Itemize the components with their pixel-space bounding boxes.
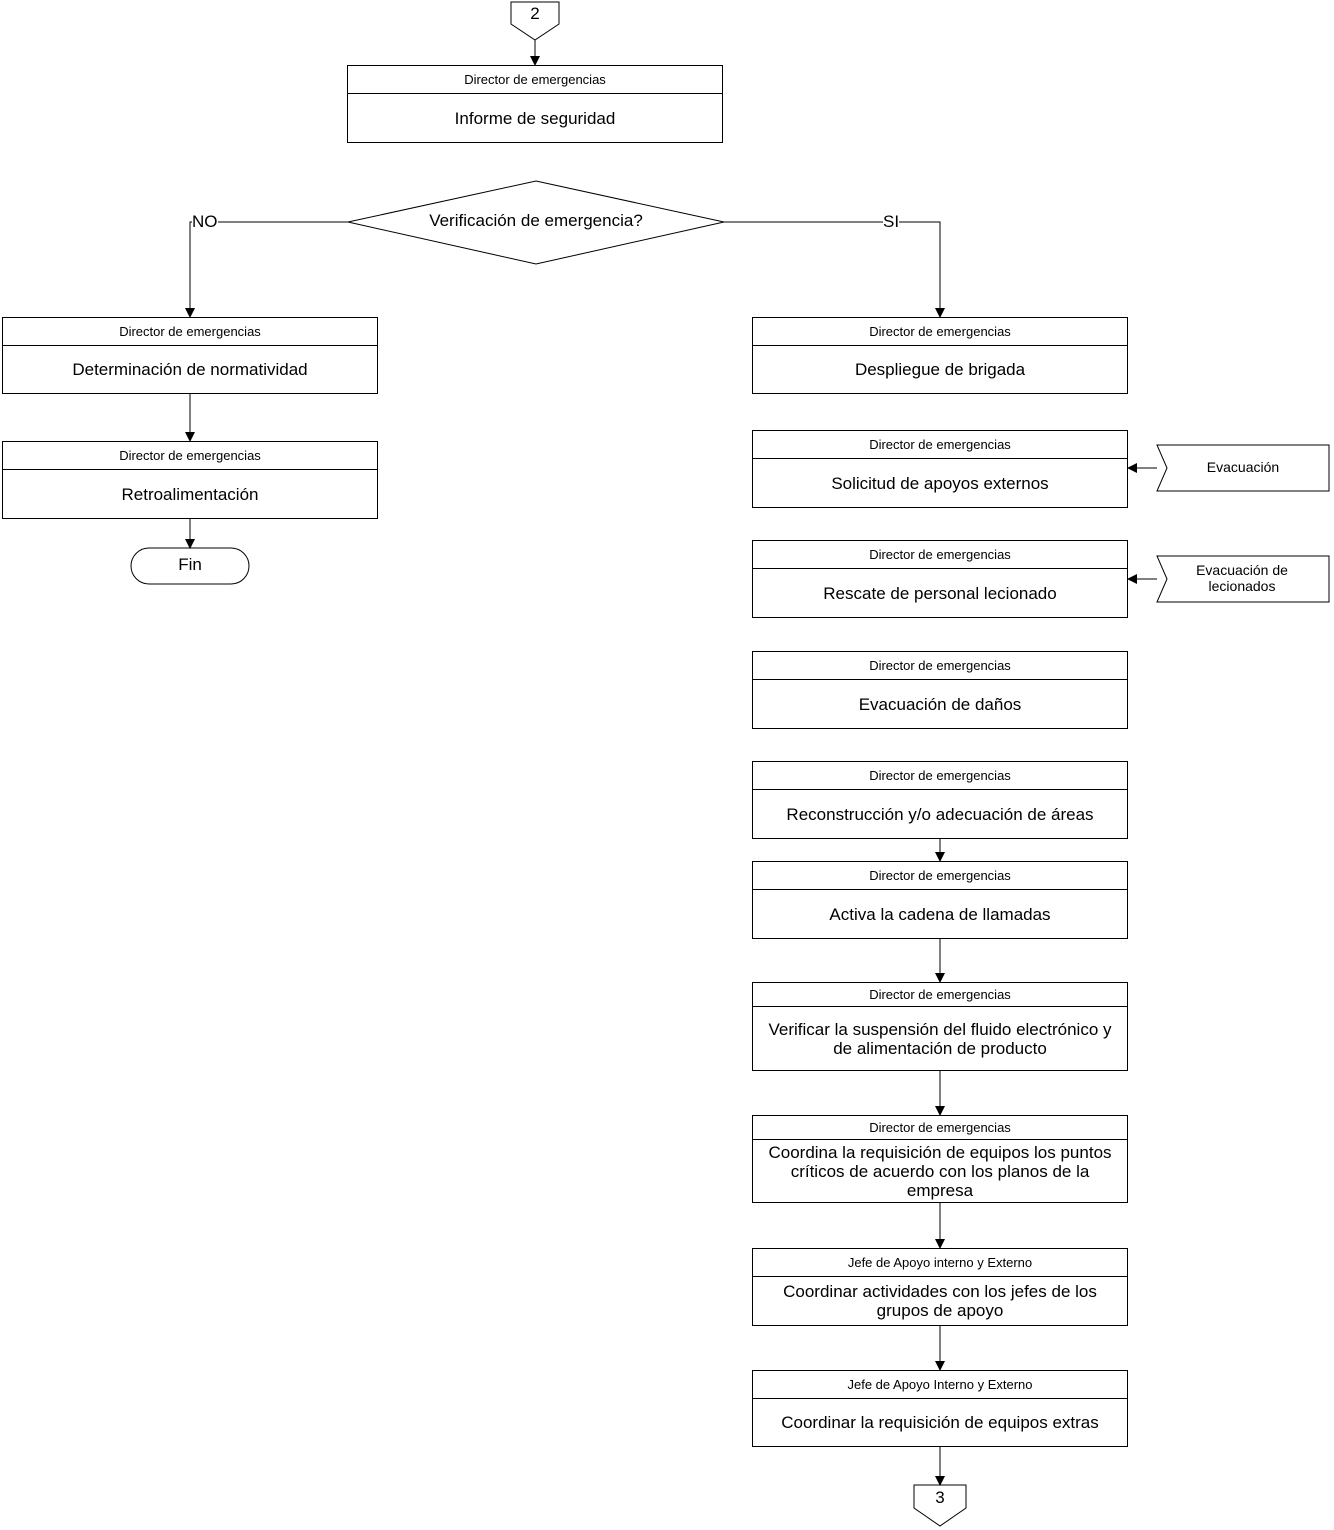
process-box-requisicion-extras: Jefe de Apoyo Interno y Externo Coordina… xyxy=(752,1370,1128,1447)
input-shape-evacuacion xyxy=(1156,444,1330,492)
input-label-evacuacion: Evacuación xyxy=(1206,459,1280,475)
process-task: Informe de seguridad xyxy=(454,108,616,128)
process-task: Retroalimentación xyxy=(121,484,259,504)
process-role: Director de emergencias xyxy=(3,442,377,470)
process-box-suspension: Director de emergencias Verificar la sus… xyxy=(752,982,1128,1071)
process-role: Director de emergencias xyxy=(753,983,1127,1007)
process-task: Coordinar actividades con los jefes de l… xyxy=(783,1282,1097,1320)
process-box-requisicion-puntos: Director de emergencias Coordina la requ… xyxy=(752,1115,1128,1203)
process-box-normatividad: Director de emergencias Determinación de… xyxy=(2,317,378,394)
process-box-evacuacion-danos: Director de emergencias Evacuación de da… xyxy=(752,651,1128,729)
process-box-cadena-llamadas: Director de emergencias Activa la cadena… xyxy=(752,861,1128,939)
process-box-retroalimentacion: Director de emergencias Retroalimentació… xyxy=(2,441,378,519)
offpage-connector-top-label: 2 xyxy=(530,4,540,23)
process-role: Director de emergencias xyxy=(3,318,377,346)
input-label-evacuacion-lecionados: Evacuación de lecionados xyxy=(1196,562,1288,594)
process-role: Director de emergencias xyxy=(348,66,722,94)
process-task: Coordinar la requisición de equipos extr… xyxy=(781,1413,1099,1432)
decision-text: Verificación de emergencia? xyxy=(429,211,643,230)
process-role: Director de emergencias xyxy=(753,862,1127,890)
process-box-informe: Director de emergencias Informe de segur… xyxy=(347,65,723,143)
process-task: Coordina la requisición de equipos los p… xyxy=(768,1142,1112,1200)
process-box-despliegue: Director de emergencias Despliegue de br… xyxy=(752,317,1128,394)
offpage-connector-top xyxy=(510,1,560,41)
process-role: Director de emergencias xyxy=(753,1116,1127,1140)
process-task: Reconstrucción y/o adecuación de áreas xyxy=(786,804,1094,824)
process-role: Jefe de Apoyo Interno y Externo xyxy=(753,1371,1127,1399)
process-box-solicitud: Director de emergencias Solicitud de apo… xyxy=(752,430,1128,508)
process-task: Rescate de personal lecionado xyxy=(823,583,1057,603)
process-box-reconstruccion: Director de emergencias Reconstrucción y… xyxy=(752,761,1128,839)
decision-no-label: NO xyxy=(192,212,218,232)
process-role: Director de emergencias xyxy=(753,762,1127,790)
process-task: Activa la cadena de llamadas xyxy=(829,904,1051,924)
process-task: Despliegue de brigada xyxy=(854,360,1026,379)
offpage-connector-bottom-label: 3 xyxy=(935,1488,945,1507)
decision-yes-label: SI xyxy=(883,212,900,232)
process-task: Evacuación de daños xyxy=(858,694,1022,714)
process-task: Determinación de normatividad xyxy=(72,360,308,379)
end-terminator-label: Fin xyxy=(178,555,202,574)
input-shape-evacuacion-lecionados xyxy=(1156,555,1330,603)
decision-diamond xyxy=(347,180,725,265)
process-role: Director de emergencias xyxy=(753,652,1127,680)
process-role: Jefe de Apoyo interno y Externo xyxy=(753,1249,1127,1277)
offpage-connector-bottom xyxy=(913,1484,967,1527)
process-role: Director de emergencias xyxy=(753,318,1127,346)
process-box-rescate: Director de emergencias Rescate de perso… xyxy=(752,540,1128,618)
process-task: Verificar la suspensión del fluido elect… xyxy=(768,1019,1112,1058)
process-role: Director de emergencias xyxy=(753,541,1127,569)
process-role: Director de emergencias xyxy=(753,431,1127,459)
process-box-coordinar-actividades: Jefe de Apoyo interno y Externo Coordina… xyxy=(752,1248,1128,1326)
process-task: Solicitud de apoyos externos xyxy=(831,473,1049,493)
